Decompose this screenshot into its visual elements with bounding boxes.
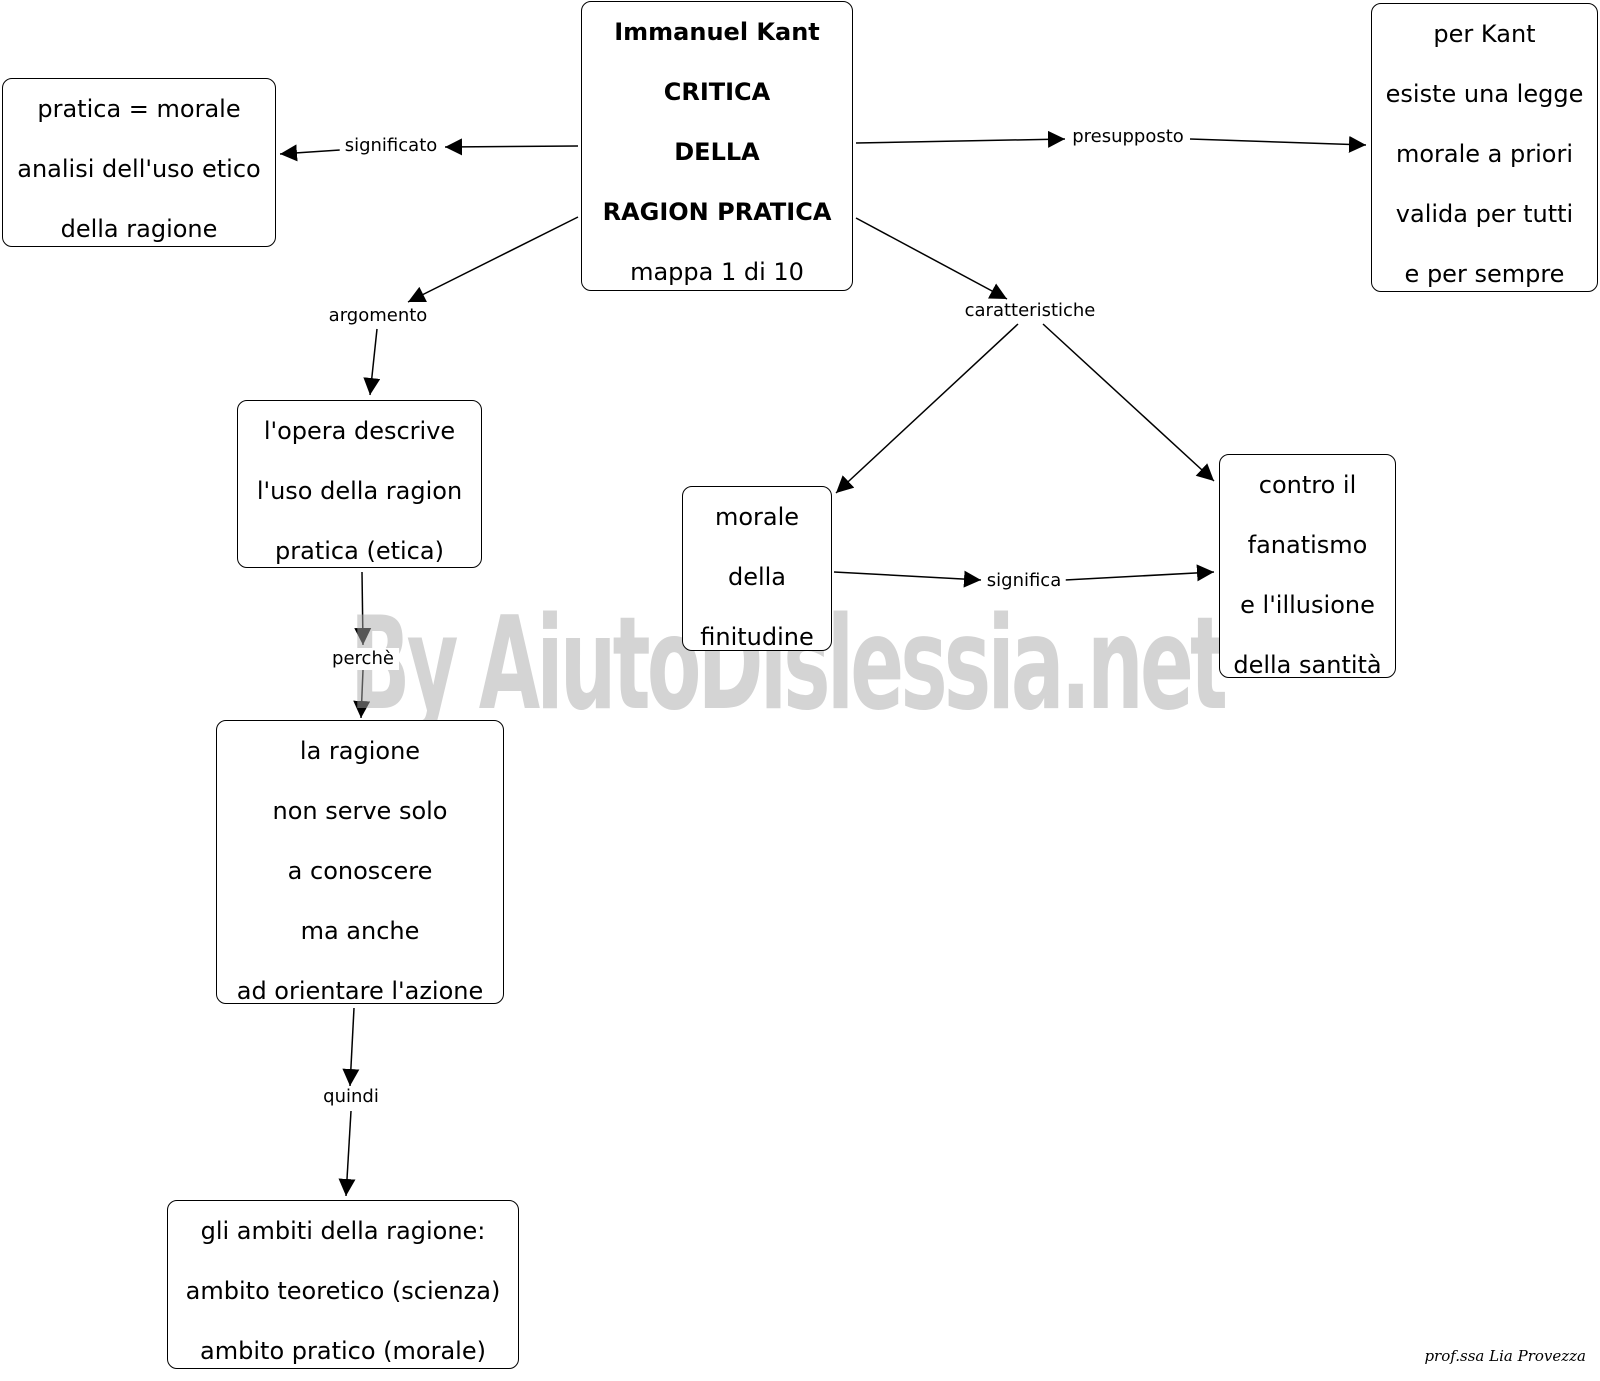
node-ragione-orienta[interactable]: la ragione non serve solo a conoscere ma… — [216, 720, 504, 1005]
link-label-perche: perchè — [327, 648, 399, 670]
node-line: finitudine — [700, 623, 814, 651]
arrow-main-to-argomento — [407, 216, 579, 303]
arrow-caratteristiche-to-fanatismo — [1042, 323, 1215, 482]
node-line: mappa 1 di 10 — [630, 258, 804, 286]
link-label-caratteristiche: caratteristiche — [959, 300, 1101, 322]
node-line: della santità — [1233, 651, 1382, 679]
node-line: fanatismo — [1247, 531, 1368, 559]
arrow-main-to-presupposto — [855, 130, 1066, 148]
link-label-significa: significa — [981, 570, 1067, 592]
link-label-quindi: quindi — [318, 1086, 384, 1108]
node-line: e per sempre — [1404, 260, 1565, 288]
node-line: l'uso della ragion — [256, 477, 463, 505]
arrow-main-to-caratteristiche — [855, 217, 1008, 300]
node-contro-fanatismo[interactable]: contro il fanatismo e l'illusione della … — [1219, 454, 1396, 679]
arrow-argomento-to-opera — [363, 328, 381, 396]
node-line: valida per tutti — [1395, 200, 1574, 228]
node-line: ma anche — [300, 917, 420, 945]
arrow-opera-to-perche — [354, 571, 372, 646]
node-line: CRITICA — [663, 78, 771, 106]
node-line: morale a priori — [1395, 140, 1574, 168]
arrow-significa-to-fanatismo — [1064, 564, 1215, 582]
node-opera-descrive[interactable]: l'opera descrive l'uso della ragion prat… — [237, 400, 482, 568]
node-line: la ragione — [299, 737, 421, 765]
node-line: pratica = morale — [37, 95, 241, 123]
node-line: della — [727, 563, 787, 591]
node-line: l'opera descrive — [263, 417, 456, 445]
arrow-perche-to-ragione — [353, 669, 371, 719]
node-line: gli ambiti della ragione: — [200, 1217, 486, 1245]
node-line: Immanuel Kant — [614, 18, 820, 46]
arrow-main-to-significato — [444, 138, 579, 156]
node-line: non serve solo — [272, 797, 448, 825]
node-line: analisi dell'uso etico — [17, 155, 261, 183]
arrow-significato-to-pratica — [279, 144, 341, 162]
arrow-ragione-to-quindi — [342, 1007, 360, 1087]
link-label-argomento: argomento — [323, 305, 433, 327]
arrow-presupposto-to-kant — [1189, 135, 1367, 153]
node-line: della ragione — [60, 215, 218, 243]
node-ambiti-ragione[interactable]: gli ambiti della ragione: ambito teoreti… — [167, 1200, 519, 1369]
link-label-significato: significato — [339, 135, 443, 157]
node-line: pratica (etica) — [275, 537, 444, 565]
node-line: esiste una legge — [1385, 80, 1584, 108]
node-line: DELLA — [674, 138, 760, 166]
node-line: morale — [714, 503, 800, 531]
node-line: contro il — [1258, 471, 1357, 499]
arrow-caratteristiche-to-morale — [835, 323, 1019, 494]
node-line: ad orientare l'azione — [236, 977, 484, 1005]
node-pratica-morale[interactable]: pratica = morale analisi dell'uso etico … — [2, 78, 276, 247]
arrow-quindi-to-ambiti — [338, 1110, 356, 1197]
node-line: per Kant — [1433, 20, 1536, 48]
node-main-title[interactable]: Immanuel Kant CRITICA DELLA RAGION PRATI… — [581, 1, 853, 291]
node-line: a conoscere — [287, 857, 433, 885]
node-line: e l'illusione — [1240, 591, 1375, 619]
node-line: ambito pratico (morale) — [200, 1337, 486, 1365]
author-signature: prof.ssa Lia Provezza — [1424, 1347, 1586, 1365]
node-legge-morale[interactable]: per Kant esiste una legge morale a prior… — [1371, 3, 1598, 292]
link-label-presupposto: presupposto — [1067, 126, 1189, 148]
node-line: RAGION PRATICA — [602, 198, 832, 226]
arrow-morale-to-significa — [833, 570, 982, 588]
node-line: ambito teoretico (scienza) — [185, 1277, 501, 1305]
node-morale-finitudine[interactable]: morale della finitudine — [682, 486, 832, 651]
